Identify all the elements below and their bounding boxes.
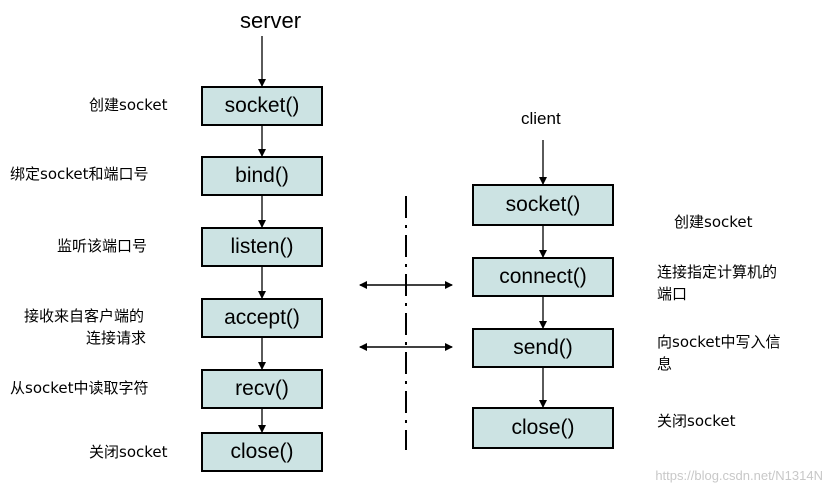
client-title: client [521,109,561,128]
client-annotation-socket: 创建socket [674,213,753,231]
server-step-bind: bind() [201,156,323,196]
server-annotation-recv: 从socket中读取字符 [10,379,149,397]
server-step-close: close() [201,432,323,472]
server-annotation-accept-line1: 接收来自客户端的 [24,307,145,325]
watermark: https://blog.csdn.net/N1314N [655,468,823,483]
server-step-listen: listen() [201,227,323,267]
server-annotation-bind: 绑定socket和端口号 [10,165,149,183]
server-step-recv: recv() [201,369,323,409]
client-annotation-connect-line1: 连接指定计算机的 [657,263,778,281]
server-annotation-close: 关闭socket [89,443,168,461]
server-annotation-listen: 监听该端口号 [57,237,148,255]
server-step-socket: socket() [201,86,323,126]
server-step-accept: accept() [201,298,323,338]
server-title: server [240,8,302,33]
client-step-send: send() [472,328,614,368]
client-step-close: close() [472,407,614,449]
client-annotation-send-line2: 息 [657,355,673,373]
client-step-connect: connect() [472,257,614,297]
client-step-socket: socket() [472,184,614,226]
server-annotation-socket: 创建socket [89,96,168,114]
client-annotation-close: 关闭socket [657,412,736,430]
client-annotation-connect-line2: 端口 [657,285,688,303]
client-annotation-send-line1: 向socket中写入信 [657,333,781,351]
server-annotation-accept-line2: 连接请求 [86,329,147,347]
